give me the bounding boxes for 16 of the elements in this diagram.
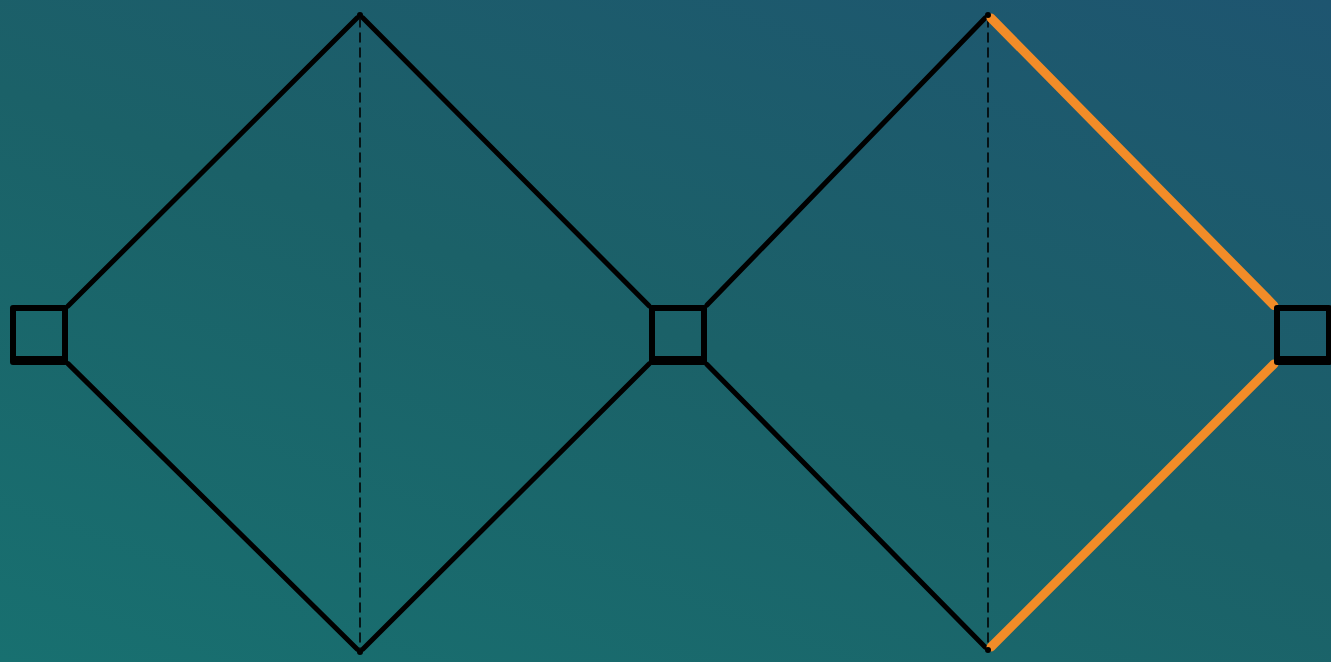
connector-line [360, 361, 652, 652]
connector-line [704, 361, 988, 650]
connector-line [360, 15, 652, 309]
connector-line [704, 15, 988, 308]
connector-line [65, 15, 360, 309]
dashed-line [359, 17, 361, 650]
square-node [10, 305, 68, 365]
vertex-point [985, 12, 991, 18]
vertex-point [985, 647, 991, 653]
vertex-point [357, 649, 363, 655]
square-node [1274, 305, 1331, 365]
connector-line [986, 359, 1279, 652]
vertex-point [357, 12, 363, 18]
square-node [649, 305, 707, 365]
connector-line [65, 361, 360, 652]
connector-line [986, 13, 1279, 311]
